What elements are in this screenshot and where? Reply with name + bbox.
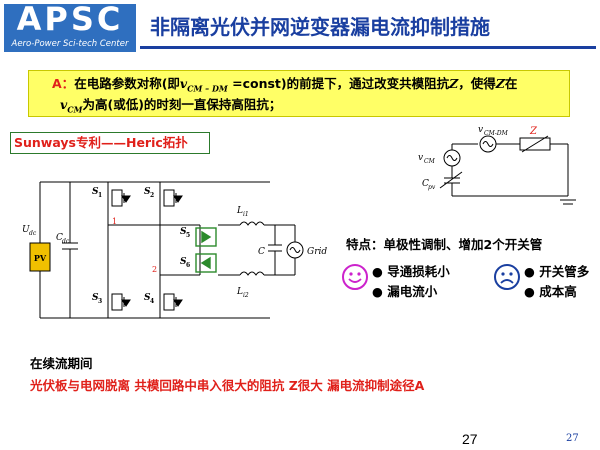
slide-title: 非隔离光伏并网逆变器漏电流抑制措施 (150, 15, 490, 39)
pro-item-2: ● 漏电流小 (372, 284, 438, 299)
s2-sub: 2 (150, 192, 154, 199)
title-divider (140, 46, 596, 49)
note-var-v2: v (60, 97, 68, 112)
pv-label: PV (34, 253, 47, 263)
s4-label: S (144, 293, 151, 303)
note-text-c: ，使得 (458, 76, 496, 91)
conclusion-text: 光伏板与电网脱离 共模回路中串入很大的阻抗 Z很大 漏电流抑制途径A (30, 378, 425, 393)
c-label: C (258, 247, 265, 257)
con-text-1: 开关管多 (539, 264, 590, 279)
patent-box (10, 132, 210, 154)
con-item-2: ● 成本高 (524, 284, 577, 299)
note-box (28, 70, 570, 117)
udc-label: U (22, 225, 30, 235)
note-text-e: 为高(或低)的时刻一直保持高阻抗； (82, 97, 282, 112)
page-number: 27 (462, 431, 478, 447)
cpv-label: C (422, 179, 429, 189)
s2-label: S (144, 187, 151, 197)
cdc-sub: dc (62, 238, 70, 245)
note-var-z1: Z (449, 76, 459, 91)
s3-label: S (92, 293, 99, 303)
con-text-2: 成本高 (539, 284, 577, 299)
page-number-small: 27 (566, 433, 579, 444)
note-prefix: A： (52, 76, 75, 91)
l2-label: L (236, 287, 243, 297)
l2-sub: i2 (243, 292, 249, 299)
smiley-icon (342, 264, 368, 290)
udc-sub: dc (29, 230, 37, 237)
vcm-sub: CM (424, 158, 436, 165)
l1-label: L (236, 206, 243, 216)
pro-text-1: 导通损耗小 (387, 264, 450, 279)
s6-sub: 6 (186, 262, 190, 269)
node-2-label: 2 (152, 265, 157, 274)
cdc-label: C (56, 233, 63, 243)
s6-label: S (180, 257, 187, 267)
features-title: 特点：单极性调制、增加2个开关管 (346, 237, 543, 252)
l1-sub: i1 (243, 211, 249, 218)
s3-sub: 3 (98, 298, 102, 305)
logo-subtitle: Aero-Power Sci-tech Center (11, 39, 129, 49)
frown-icon (494, 264, 520, 290)
s5-sub: 5 (186, 232, 190, 239)
note-var-z2: Z (495, 76, 505, 91)
logo-text: APSC (16, 0, 124, 38)
heric-circuit-diagram: PV U dc C dc S 1 S 2 S 3 S 4 S 5 S 6 1 2… (22, 181, 327, 319)
note-text-b: =const)的前提下，通过改变共模阻抗 (227, 76, 450, 91)
note-line-1: A：在电路参数对称(即vCM – DM =const)的前提下，通过改变共模阻抗… (52, 74, 572, 94)
z-label: Z (529, 126, 538, 137)
patent-label: Sunways专利——Heric拓扑 (14, 135, 188, 150)
node-1-label: 1 (112, 217, 117, 226)
grid-label: Grid (307, 247, 327, 257)
note-var-sub: CM – DM (187, 83, 228, 94)
con-item-1: ● 开关管多 (524, 264, 590, 279)
cm-model-diagram: v CM-DM Z v CM C pv (418, 125, 576, 205)
s1-label: S (92, 187, 99, 197)
note-text-d: 在 (504, 76, 518, 91)
pro-item-1: ● 导通损耗小 (372, 264, 450, 279)
s4-sub: 4 (150, 298, 154, 305)
note-var-sub2: CM (67, 104, 83, 115)
vcmdm-sub: CM-DM (484, 130, 509, 137)
cpv-sub: pv (428, 184, 436, 191)
vcmdm-label: v (478, 125, 483, 135)
s5-label: S (180, 227, 187, 237)
logo (4, 4, 136, 52)
pro-text-2: 漏电流小 (387, 284, 438, 299)
freewheeling-label: 在续流期间 (30, 356, 93, 371)
s1-sub: 1 (98, 192, 102, 199)
note-text-a: 在电路参数对称(即 (74, 76, 180, 91)
note-var-v: v (179, 76, 188, 91)
note-line-2: vCM为高(或低)的时刻一直保持高阻抗； (60, 95, 570, 115)
vcm-label: v (418, 153, 423, 163)
